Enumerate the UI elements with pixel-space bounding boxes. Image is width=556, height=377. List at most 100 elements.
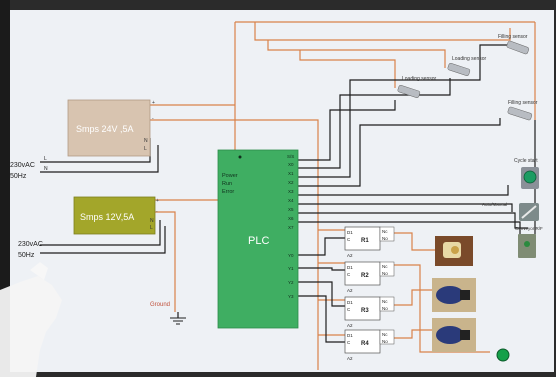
plc-output-y0: Y0 bbox=[288, 253, 294, 258]
wire-r3-out bbox=[380, 289, 432, 306]
wire-button-x6 bbox=[298, 212, 528, 229]
sensor-loading-2: Loading sensor bbox=[397, 76, 437, 98]
relay-r2-pin-a2: A2 bbox=[347, 288, 353, 293]
relay-r1: R1 D1 C A2 Nc No bbox=[344, 226, 395, 258]
plc-status-run: Run bbox=[222, 181, 232, 187]
relay-r3: R3 D1 C A2 Nc No bbox=[344, 296, 395, 328]
smps-24v-term-n: N bbox=[144, 138, 148, 144]
smps-24v-body bbox=[67, 99, 151, 157]
relay-r1-pin-a2: A2 bbox=[347, 253, 353, 258]
plc-led bbox=[238, 155, 242, 159]
relay-r3-pin-d1: D1 bbox=[347, 300, 353, 305]
mains1-voltage: 230vAC bbox=[10, 162, 35, 169]
mains2-voltage: 230vAC bbox=[18, 241, 43, 248]
motor-1-icon bbox=[436, 286, 464, 304]
wire-y3 bbox=[298, 295, 345, 343]
plc-output-y3: Y3 bbox=[288, 294, 294, 299]
smps-24v-term-plus: + bbox=[152, 100, 155, 106]
plc-input-x1: X1 bbox=[288, 171, 294, 176]
wire-24v-minus bbox=[150, 119, 319, 370]
relay-r4-pin-c: C bbox=[347, 340, 351, 345]
motor-1 bbox=[432, 278, 476, 312]
motor-2-shaft bbox=[460, 330, 470, 340]
mains1-line: L bbox=[44, 156, 47, 162]
relay-r1-nc: Nc bbox=[382, 229, 388, 234]
sensor-filling-1: Filling sensor bbox=[498, 34, 530, 55]
button-auto-manual: Auto/Manual bbox=[482, 202, 539, 221]
plc-status-error: Error bbox=[222, 189, 234, 195]
smps-12v-label: Smps 12V,5A bbox=[80, 212, 134, 222]
plc-label: PLC bbox=[248, 235, 269, 247]
smps-24v-term-l: L bbox=[144, 146, 147, 152]
plc-output-y1: Y1 bbox=[288, 266, 294, 271]
wire-button-x4 bbox=[298, 185, 509, 196]
relay-r3-nc: Nc bbox=[382, 299, 388, 304]
mains1-neutral: N bbox=[44, 166, 48, 172]
wire-sensor-feed bbox=[254, 22, 511, 41]
relay-r4: R4 D1 C A2 Nc No bbox=[344, 329, 395, 361]
wire-mains1-N bbox=[40, 145, 159, 173]
smps-12v-term-plus: + bbox=[156, 198, 159, 204]
indicator-lamp bbox=[496, 348, 510, 362]
smps-12v-body bbox=[73, 196, 156, 235]
relay-r2-pin-d1: D1 bbox=[347, 265, 353, 270]
smps-24v-term-minus: - bbox=[152, 116, 154, 122]
sensor-loading-2-icon bbox=[397, 85, 421, 98]
plc-output-y2: Y2 bbox=[288, 280, 294, 285]
button-cycle-start-icon bbox=[523, 170, 537, 184]
plc-input-x0: X0 bbox=[288, 162, 294, 167]
relay-r2: R2 D1 C A2 Nc No bbox=[344, 261, 395, 293]
indicator-lamp-icon bbox=[496, 348, 510, 362]
motor-2-icon bbox=[436, 326, 464, 344]
wire-12v-minus bbox=[155, 211, 176, 312]
relay-r4-pin-a2: A2 bbox=[347, 356, 353, 361]
relay-r3-label: R3 bbox=[361, 308, 369, 314]
wire-sensor-x3 bbox=[298, 118, 501, 187]
plc-input-x5: X5 bbox=[288, 207, 294, 212]
plc-input-x7: X7 bbox=[288, 225, 294, 230]
relay-r2-nc: Nc bbox=[382, 264, 388, 269]
relay-r3-pin-a2: A2 bbox=[347, 323, 353, 328]
smps-12v-term-n: N bbox=[150, 218, 154, 224]
selector-switch-icon bbox=[521, 205, 537, 219]
sensor-filling-2-label: Filling sensor bbox=[508, 100, 538, 106]
button-cycle-start-label: Cycle start bbox=[514, 158, 538, 164]
relay-r4-no: No bbox=[382, 339, 388, 344]
wire-r4-out bbox=[380, 329, 432, 339]
relay-r1-no: No bbox=[382, 236, 388, 241]
smps-12v-term-minus: - bbox=[156, 209, 158, 215]
sensor-loading-1-label: Loading sensor bbox=[452, 56, 487, 62]
motor-2 bbox=[432, 318, 476, 352]
relay-r3-pin-c: C bbox=[347, 307, 351, 312]
mains2-frequency: 50Hz bbox=[18, 252, 35, 259]
solenoid-valve bbox=[435, 236, 473, 266]
wire-y1 bbox=[298, 267, 345, 271]
relay-r4-label: R4 bbox=[361, 341, 369, 347]
wire-sensor-x1 bbox=[298, 78, 451, 169]
relay-r2-pin-c: C bbox=[347, 272, 351, 277]
smps-24v: Smps 24V ,5A + - N L bbox=[67, 99, 155, 157]
plc-input-x3: X3 bbox=[288, 189, 294, 194]
sensor-filling-1-icon bbox=[506, 40, 530, 55]
plc-status-power: Power bbox=[222, 173, 238, 179]
relay-r4-nc: Nc bbox=[382, 332, 388, 337]
wire-mains2-N bbox=[40, 226, 166, 254]
sensor-filling-2: Filling sensor bbox=[507, 100, 538, 121]
relay-r1-pin-d1: D1 bbox=[347, 230, 353, 235]
relay-r2-no: No bbox=[382, 271, 388, 276]
wire-r1-out bbox=[380, 232, 440, 251]
sensor-loading-1-icon bbox=[447, 63, 471, 76]
button-auto-manual-label: Auto/Manual bbox=[482, 202, 507, 207]
button-conveyor-label: Conveyor R/F bbox=[515, 226, 543, 231]
relay-r2-label: R2 bbox=[361, 273, 369, 279]
relay-r1-pin-c: C bbox=[347, 237, 351, 242]
wire-relay-commons bbox=[318, 229, 345, 336]
solenoid-valve-port bbox=[451, 246, 459, 254]
plc-input-x2: X2 bbox=[288, 180, 294, 185]
wire-mains2-L bbox=[40, 220, 161, 246]
plc-common: S/S bbox=[287, 154, 294, 159]
ground-label: Ground bbox=[150, 302, 170, 308]
sensor-loading-1: Loading sensor bbox=[447, 56, 487, 76]
wire-sensor-x2 bbox=[298, 44, 510, 178]
